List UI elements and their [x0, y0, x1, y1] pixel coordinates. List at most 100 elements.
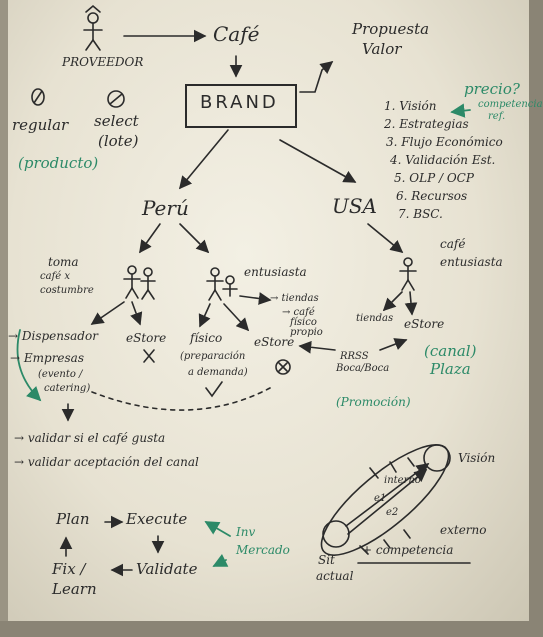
cafe-fisico-label: → café: [282, 307, 315, 318]
externo-label: externo: [440, 523, 487, 537]
arrow-inv-validate: [212, 553, 229, 567]
entusiasta-label: entusiasta: [244, 265, 307, 279]
actual-label: actual: [316, 569, 354, 583]
canal-label: (canal): [424, 342, 477, 360]
tiendas-usa-label: tiendas: [356, 313, 394, 324]
vision-circle: [423, 444, 451, 472]
fix-label: Fix /: [52, 560, 86, 578]
arrow-usa-tiendas: [382, 291, 403, 312]
strategy-line-e2: [347, 468, 428, 535]
arrow-peru-entusiasta: [179, 223, 210, 254]
catering-label: catering): [44, 383, 91, 394]
dashed-arc: [91, 387, 271, 411]
arrow-entusiasta-fisico: [198, 303, 211, 328]
fisico-small-label: físico: [290, 317, 317, 328]
externo-hatch: [359, 529, 411, 555]
arrow-brand-usa: [279, 139, 357, 183]
promocion-label: (Promoción): [336, 395, 411, 409]
arrow-entusiasta-tiendas: [239, 292, 272, 305]
arrow-brand-peru: [178, 129, 229, 190]
arrow-inv-execute: [204, 521, 231, 537]
lote-label: (lote): [98, 132, 139, 150]
board-frame-right: [529, 0, 543, 637]
tiendas-peru-label: → tiendas: [270, 293, 319, 304]
arrow-usa-estore: [404, 291, 418, 316]
entusiasta-figures: [206, 267, 238, 301]
select-label: select: [94, 112, 139, 130]
costumbre-label: costumbre: [40, 285, 94, 296]
list-item: 2. Estrategias: [384, 117, 469, 131]
cafe-x-label: café x: [40, 271, 70, 282]
validar-canal-label: → validar aceptación del canal: [14, 455, 199, 469]
arrow-usa-cafe: [367, 223, 404, 254]
interno-label: interno: [384, 475, 421, 486]
propio-label: propio: [290, 327, 323, 338]
bean-icons: [31, 88, 125, 108]
green-canal-arrow: [16, 329, 42, 402]
board-frame-left: [0, 0, 8, 637]
dispensador-label: → Dispensador: [8, 329, 98, 343]
mercado-label: Mercado: [236, 543, 290, 557]
board-frame-bottom: [0, 621, 543, 637]
list-item: 7. BSC.: [398, 207, 443, 221]
ref-label: ref.: [488, 111, 506, 122]
estore-mid-label: eStore: [254, 335, 295, 349]
interno-hatch: [369, 457, 415, 479]
rrss-label: RRSS: [340, 351, 369, 362]
check-mark-fisico: [205, 381, 223, 398]
competencia-strategy-label: + competencia: [362, 543, 454, 557]
usa-title: USA: [332, 194, 377, 218]
arrow-toma-estore: [130, 301, 143, 326]
evento-label: (evento /: [38, 369, 83, 380]
demanda-label: a demanda): [188, 367, 248, 378]
competencia-label: competencia: [478, 99, 543, 110]
inv-label: Inv: [236, 525, 256, 539]
execute-label: Execute: [126, 510, 188, 528]
arrow-toma-dispensador: [90, 301, 125, 325]
plan-label: Plan: [56, 510, 90, 528]
precio-label: precio?: [464, 80, 520, 98]
list-item: 1. Visión: [384, 99, 437, 113]
learn-label: Learn: [52, 580, 97, 598]
validar-gusto-label: → validar si el café gusta: [14, 431, 166, 445]
cafe-label: Café: [213, 22, 260, 46]
list-item: 6. Recursos: [396, 189, 468, 203]
cafe-usa-label: café: [440, 237, 466, 251]
validate-label: Validate: [136, 560, 198, 578]
regular-label: regular: [12, 116, 69, 134]
select-bean-icon: [107, 90, 125, 108]
regular-bean-icon: [31, 88, 45, 106]
list-item: 4. Validación Est.: [390, 153, 496, 167]
brand-box: [185, 84, 297, 128]
e2-label: e2: [386, 507, 399, 518]
proveedor-label: PROVEEDOR: [62, 55, 144, 69]
fisico-label: físico: [190, 331, 223, 345]
e1-label: e1: [374, 493, 387, 504]
list-item: 3. Flujo Económico: [386, 135, 503, 149]
star-circle: [275, 359, 291, 375]
sit-actual-circle: [322, 520, 350, 548]
arrow-entusiasta-estore: [223, 303, 250, 332]
toma-figures: [123, 265, 156, 300]
arrow-brand-propuesta: [299, 61, 334, 93]
peru-title: Perú: [142, 196, 189, 220]
vision-label: Visión: [458, 451, 496, 465]
preparacion-label: (preparación: [180, 351, 246, 362]
plaza-label: Plaza: [430, 360, 471, 378]
valor-label: Valor: [362, 40, 402, 58]
boca-label: Boca/Boca: [336, 363, 390, 374]
empresas-label: → Empresas: [10, 351, 84, 365]
list-item: 5. OLP / OCP: [394, 171, 474, 185]
proveedor-figure: [83, 4, 103, 51]
arrow-precio-vision: [450, 103, 471, 118]
brand-label: BRAND: [200, 92, 279, 113]
estore-usa-label: eStore: [404, 317, 445, 331]
toma-label: toma: [48, 255, 79, 269]
entusiasta-usa-label: entusiasta: [440, 255, 503, 269]
sit-label: Sit: [318, 553, 335, 567]
arrow-peru-toma: [139, 223, 161, 254]
usa-figure: [399, 257, 417, 291]
producto-label: (producto): [18, 154, 99, 172]
arrow-rrss-usa-estore: [379, 338, 408, 351]
